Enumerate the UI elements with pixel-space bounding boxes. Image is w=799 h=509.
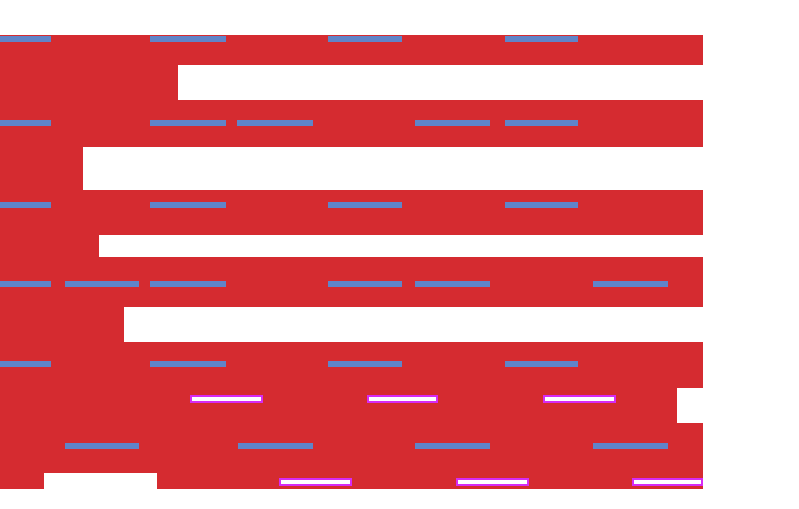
highlight-row-3-bar-1 [0,202,51,208]
highlight-row-6-bar-3 [415,443,490,449]
highlight-row-4-bar-1 [0,281,51,287]
highlight-row-6-bar-2 [238,443,313,449]
redaction-band-3 [0,100,703,147]
redaction-band-13 [157,473,703,489]
highlight-row-4-bar-5 [415,281,490,287]
highlight-row-6-bar-1 [65,443,139,449]
redaction-band-6 [0,235,99,257]
highlight-row-2-bar-5 [505,120,578,126]
highlight-row-2-bar-4 [415,120,490,126]
highlight-row-4-bar-2 [65,281,139,287]
highlight-row-1-bar-3 [328,36,402,42]
highlight-row-4-bar-3 [150,281,226,287]
highlight-row-5-bar-4 [505,361,578,367]
highlight-row-3-bar-3 [328,202,402,208]
outline-row-2-bar-1 [279,478,352,486]
highlight-row-3-bar-2 [150,202,226,208]
redaction-band-12 [0,473,44,489]
highlight-row-5-bar-2 [150,361,226,367]
highlight-row-2-bar-2 [150,120,226,126]
outline-row-1-bar-1 [190,395,263,403]
outline-row-2-bar-3 [632,478,703,486]
redaction-band-4 [0,147,83,190]
redaction-band-8 [0,307,124,342]
outline-row-1-bar-3 [543,395,616,403]
highlight-row-3-bar-4 [505,202,578,208]
highlight-row-2-bar-3 [237,120,313,126]
outline-row-2-bar-2 [456,478,529,486]
highlight-row-6-bar-4 [593,443,668,449]
redaction-band-5 [0,190,703,235]
redaction-band-2 [0,65,178,100]
highlight-row-5-bar-1 [0,361,51,367]
redaction-band-10 [0,388,677,423]
highlight-row-1-bar-2 [150,36,226,42]
highlight-row-1-bar-4 [505,36,578,42]
outline-row-1-bar-2 [367,395,438,403]
highlight-row-4-bar-6 [593,281,668,287]
highlight-row-2-bar-1 [0,120,51,126]
highlight-row-1-bar-1 [0,36,51,42]
highlight-row-4-bar-4 [328,281,402,287]
highlight-row-5-bar-3 [328,361,402,367]
